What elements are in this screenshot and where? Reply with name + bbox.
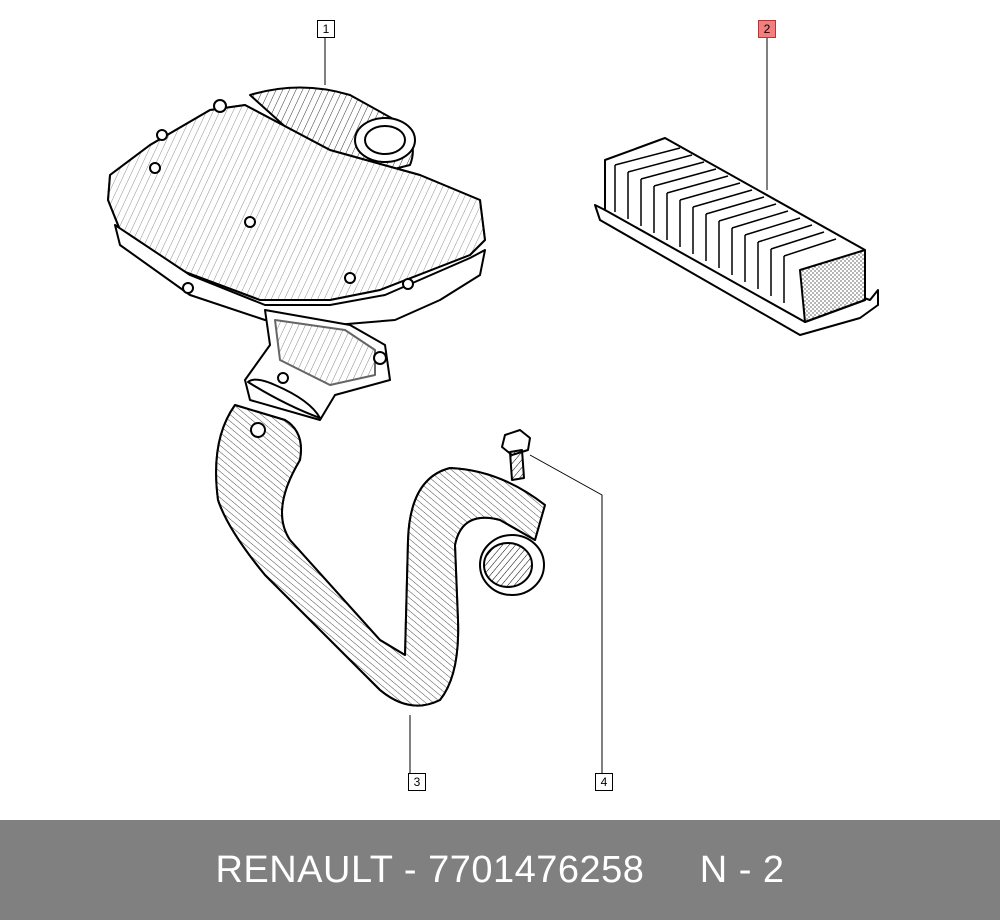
callout-1: 1 bbox=[317, 20, 335, 38]
leader-lines bbox=[324, 37, 768, 773]
panel-air-filter bbox=[594, 137, 879, 336]
footer-bar: RENAULT - 7701476258 N - 2 bbox=[0, 820, 1000, 920]
parts-diagram bbox=[107, 37, 879, 773]
callout-3: 3 bbox=[408, 773, 426, 791]
air-filter-housing bbox=[107, 86, 486, 421]
callout-4: 4 bbox=[595, 773, 613, 791]
footer-part-number: RENAULT - 7701476258 N - 2 bbox=[215, 848, 785, 891]
intake-hose bbox=[215, 404, 546, 707]
callout-2: 2 bbox=[758, 20, 776, 38]
bolt bbox=[501, 429, 531, 481]
